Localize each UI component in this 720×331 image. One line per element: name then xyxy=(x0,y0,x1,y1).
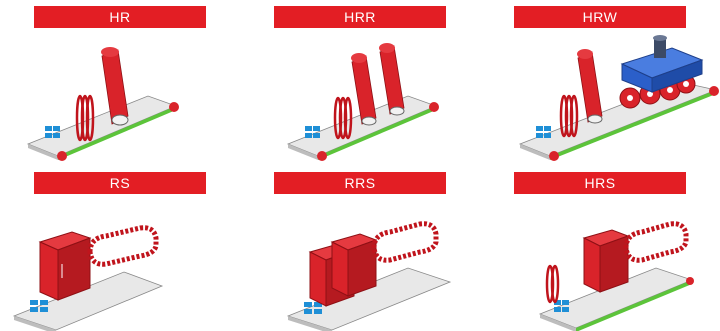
conveyor-base xyxy=(26,95,179,161)
machine-illustration-rs xyxy=(12,225,164,331)
machine-illustration-hr xyxy=(26,47,179,161)
module-label-hrs: HRS xyxy=(514,172,686,194)
red-block-2 xyxy=(330,233,378,297)
chain-track xyxy=(623,221,689,263)
chain-track xyxy=(87,225,159,267)
blue-panel xyxy=(304,302,322,314)
spiral-brushes xyxy=(333,96,353,140)
spiral-brushes xyxy=(75,94,95,142)
machine-illustration-hrr xyxy=(286,43,439,161)
blue-motor-housing xyxy=(620,35,704,93)
red-block xyxy=(582,229,630,293)
spiral-brushes xyxy=(545,264,560,304)
module-label-rs: RS xyxy=(34,172,206,194)
module-rs: RS xyxy=(0,166,240,331)
module-label-hrw: HRW xyxy=(514,6,686,28)
module-hr: HR xyxy=(0,0,240,165)
chain-track xyxy=(371,221,439,263)
red-brush-roller-2 xyxy=(379,43,405,116)
blue-panel xyxy=(536,126,551,138)
module-hrr: HRR xyxy=(240,0,480,165)
red-brush-roller-1 xyxy=(351,53,377,126)
blue-panel xyxy=(305,126,320,138)
module-rrs: RRS xyxy=(240,166,480,331)
red-brush-roller xyxy=(577,49,603,124)
conveyor-base xyxy=(518,81,719,161)
module-hrw: HRW xyxy=(480,0,720,165)
blue-panel xyxy=(554,300,569,312)
module-hrs: HRS xyxy=(480,166,720,331)
machine-illustration-rrs xyxy=(286,221,452,331)
module-label-rrs: RRS xyxy=(274,172,446,194)
machine-illustration-hrw xyxy=(518,35,719,161)
module-label-hr: HR xyxy=(34,6,206,28)
blue-panel xyxy=(45,126,60,138)
red-block xyxy=(38,231,92,301)
red-brush-roller xyxy=(101,47,129,126)
blue-panel xyxy=(30,300,48,312)
spiral-brushes xyxy=(559,94,579,138)
module-label-hrr: HRR xyxy=(274,6,446,28)
machine-illustration-hrs xyxy=(538,221,694,331)
conveyor-base xyxy=(538,267,694,331)
